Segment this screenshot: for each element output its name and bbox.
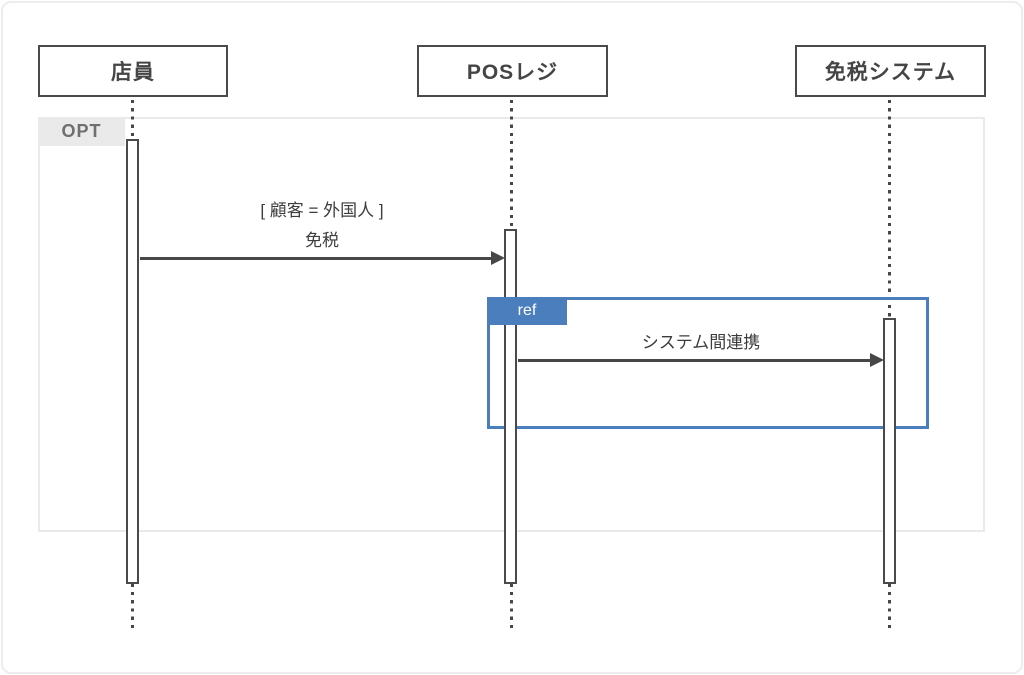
message-1-guard: [ 顧客 = 外国人 ] xyxy=(260,201,384,220)
opt-fragment-label: OPT xyxy=(38,117,125,146)
actor-box-pos-register: POSレジ xyxy=(417,45,608,97)
message-2-label: システム間連携 xyxy=(641,333,761,352)
message-1-arrow-line xyxy=(140,257,493,260)
ref-frame xyxy=(487,297,929,429)
message-1-label: 免税 xyxy=(305,231,339,250)
actor-label-clerk: 店員 xyxy=(111,61,155,84)
actor-box-clerk: 店員 xyxy=(38,45,228,97)
message-2-arrow-head xyxy=(870,353,884,367)
activation-bar-duty-free-system xyxy=(883,318,896,584)
message-1-arrow-head xyxy=(491,251,505,265)
activation-bar-pos-register xyxy=(504,229,517,584)
actor-label-pos-register: POSレジ xyxy=(466,61,559,84)
message-2-arrow-line xyxy=(518,359,872,362)
actor-label-duty-free-system: 免税システム xyxy=(824,61,957,84)
ref-tab-label: ref xyxy=(487,297,567,325)
activation-bar-clerk xyxy=(126,139,139,584)
actor-box-duty-free-system: 免税システム xyxy=(795,45,986,97)
